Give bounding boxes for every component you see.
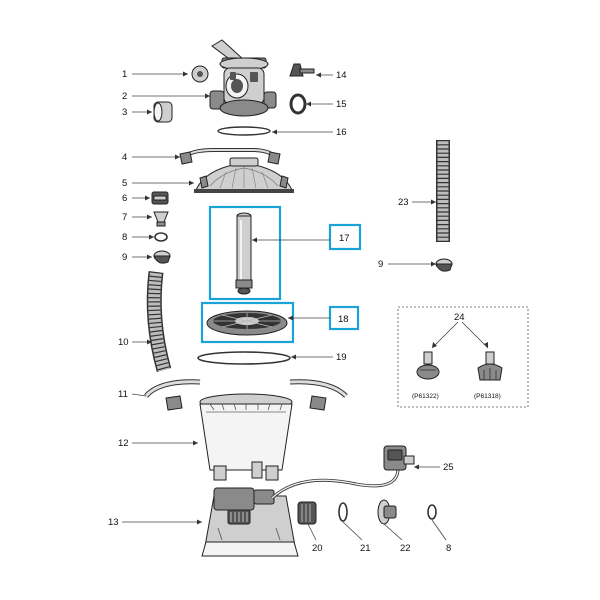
part-8-o-ring-top bbox=[154, 232, 168, 242]
callout-19: 19 bbox=[336, 352, 347, 363]
callout-17: 17 bbox=[339, 233, 350, 244]
part-13-pump-base bbox=[201, 487, 299, 557]
part-14-bolt bbox=[289, 63, 315, 77]
part-12-tank bbox=[199, 393, 293, 481]
callout-14: 14 bbox=[336, 70, 347, 81]
leader-lines bbox=[122, 73, 489, 541]
part-19-o-ring bbox=[197, 351, 291, 365]
part-8-o-ring-bottom bbox=[427, 504, 437, 520]
part-10-hose bbox=[146, 271, 172, 373]
callout-21: 21 bbox=[360, 543, 371, 554]
variant-code-a: (P61322) bbox=[412, 393, 439, 400]
callout-10: 10 bbox=[118, 337, 129, 348]
part-15-o-ring bbox=[289, 93, 307, 115]
callout-24: 24 bbox=[454, 312, 465, 323]
callout-8-top: 8 bbox=[122, 232, 127, 243]
part-5-tank-lid bbox=[194, 157, 294, 193]
part-18-lateral-assembly bbox=[206, 310, 288, 336]
callout-25: 25 bbox=[443, 462, 454, 473]
callout-1: 1 bbox=[122, 69, 127, 80]
part-24-fitting-variant-a bbox=[416, 351, 440, 380]
callout-16: 16 bbox=[336, 127, 347, 138]
part-4-clamp bbox=[179, 148, 281, 165]
callout-15: 15 bbox=[336, 99, 347, 110]
callout-7: 7 bbox=[122, 212, 127, 223]
part-24-fitting-variant-b bbox=[477, 351, 503, 381]
part-11-band bbox=[144, 379, 348, 411]
callout-18: 18 bbox=[338, 314, 349, 325]
leader-arrowheads bbox=[145, 71, 488, 525]
callout-labels: 1 2 3 4 5 6 7 8 9 10 11 12 13 14 15 16 1… bbox=[108, 69, 501, 554]
part-6-fitting bbox=[151, 191, 169, 205]
part-17-center-pipe bbox=[235, 212, 253, 295]
highlight-box-part-17 bbox=[208, 205, 282, 301]
callout-11: 11 bbox=[118, 389, 128, 400]
part-9-clip-right bbox=[435, 258, 453, 272]
part-16-o-ring bbox=[217, 126, 271, 136]
callout-6: 6 bbox=[122, 193, 127, 204]
callout-5: 5 bbox=[122, 178, 127, 189]
part-22-fitting bbox=[377, 499, 397, 525]
callout-9-left: 9 bbox=[122, 252, 127, 263]
part-9-clip-left bbox=[153, 250, 171, 264]
callout-8-bottom: 8 bbox=[446, 543, 451, 554]
highlight-box-part-18 bbox=[200, 301, 295, 344]
part-2-valve bbox=[209, 39, 277, 117]
callout-22: 22 bbox=[400, 543, 411, 554]
callout-3: 3 bbox=[122, 107, 127, 118]
part-21-o-ring bbox=[338, 502, 348, 522]
part-7-nozzle bbox=[153, 211, 169, 227]
highlight-label-box-17 bbox=[328, 223, 362, 251]
callout-9-right: 9 bbox=[378, 259, 383, 270]
callout-12: 12 bbox=[118, 438, 129, 449]
callout-13: 13 bbox=[108, 517, 119, 528]
part-20-strainer bbox=[297, 501, 317, 525]
callout-4: 4 bbox=[122, 152, 127, 163]
callout-23: 23 bbox=[398, 197, 409, 208]
part-25-plug bbox=[383, 445, 415, 471]
accessory-dashed-box bbox=[397, 306, 529, 408]
variant-code-b: (P61318) bbox=[474, 393, 501, 400]
callout-20: 20 bbox=[312, 543, 323, 554]
part-3-nut bbox=[153, 101, 173, 123]
callout-2: 2 bbox=[122, 91, 127, 102]
part-1-cap bbox=[191, 65, 209, 83]
